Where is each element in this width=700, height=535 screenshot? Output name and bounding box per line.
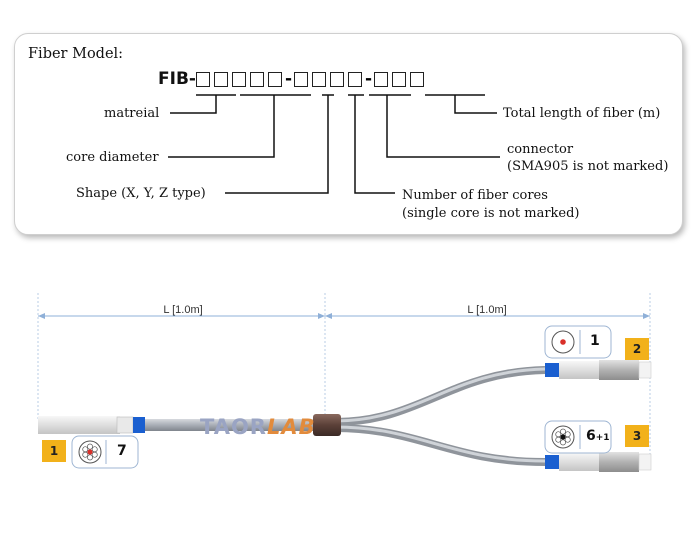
model-separator: - — [365, 69, 373, 89]
watermark-accent: LAB — [266, 415, 316, 439]
port3-ferrule — [545, 455, 559, 469]
leader-material — [170, 95, 217, 114]
leader-shape — [225, 95, 329, 194]
leader-length — [454, 95, 497, 114]
leader-core — [168, 95, 275, 158]
port2-body — [559, 361, 599, 379]
branch-cable-bottom-highlight — [334, 425, 546, 463]
port2-knurl — [599, 360, 639, 380]
port2-badge: 2 — [625, 338, 649, 360]
code-box — [410, 71, 425, 87]
port3-tip — [638, 453, 652, 471]
port2-ferrule — [545, 363, 559, 377]
code-box — [374, 71, 389, 87]
port3-badge: 3 — [625, 425, 649, 447]
splitter — [313, 414, 341, 436]
taorlab-watermark: TAORLAB — [200, 415, 316, 439]
branch-cable-top-highlight — [334, 367, 546, 423]
leader-cores — [354, 95, 395, 194]
right-length-label: L [1.0m] — [467, 304, 506, 316]
port1-core-count: 7 — [117, 443, 127, 459]
six-plus-one-core-icon — [551, 425, 575, 449]
port2-core-count: 1 — [590, 333, 600, 349]
watermark-main: TAOR — [200, 415, 267, 439]
code-box — [213, 71, 228, 87]
code-box — [312, 71, 327, 87]
code-box — [294, 71, 309, 87]
dimension-lines — [37, 293, 651, 470]
label-connector-note: (SMA905 is not marked) — [507, 159, 669, 174]
common-end-tube — [38, 416, 120, 434]
code-box — [195, 71, 210, 87]
label-total-length: Total length of fiber (m) — [503, 106, 661, 121]
label-fiber-cores-note: (single core is not marked) — [402, 206, 580, 221]
label-fiber-cores: Number of fiber cores — [402, 188, 548, 203]
code-box — [249, 71, 264, 87]
model-code: FIB- - - — [158, 66, 428, 92]
code-box — [330, 71, 345, 87]
code-box — [231, 71, 246, 87]
label-connector: connector — [507, 142, 574, 157]
fiber-model-card — [14, 33, 683, 235]
port3-core-count-sub: +1 — [595, 433, 610, 443]
common-end-ferrule — [133, 417, 145, 433]
port2-tip — [638, 361, 652, 379]
fiber-model-title: Fiber Model: — [28, 46, 124, 62]
left-length-label: L [1.0m] — [163, 304, 202, 316]
port3-core-count-main: 6 — [586, 428, 596, 444]
label-core-diameter: core diameter — [66, 150, 159, 165]
common-cable — [145, 419, 315, 431]
model-prefix: FIB- — [158, 69, 196, 89]
port3-core-count: 6+1 — [586, 428, 610, 444]
port1-badge: 1 — [42, 440, 66, 462]
common-end-knurl — [116, 416, 134, 434]
code-box — [267, 71, 282, 87]
single-core-icon — [551, 330, 575, 354]
label-shape: Shape (X, Y, Z type) — [76, 186, 206, 201]
code-box — [392, 71, 407, 87]
seven-core-icon — [78, 440, 102, 464]
label-material: matreial — [104, 106, 160, 121]
port3-knurl — [599, 452, 639, 472]
branch-cable-top — [334, 366, 546, 426]
port3-body — [559, 453, 599, 471]
leader-connector — [386, 95, 500, 158]
model-separator: - — [284, 69, 293, 89]
code-box — [348, 71, 363, 87]
